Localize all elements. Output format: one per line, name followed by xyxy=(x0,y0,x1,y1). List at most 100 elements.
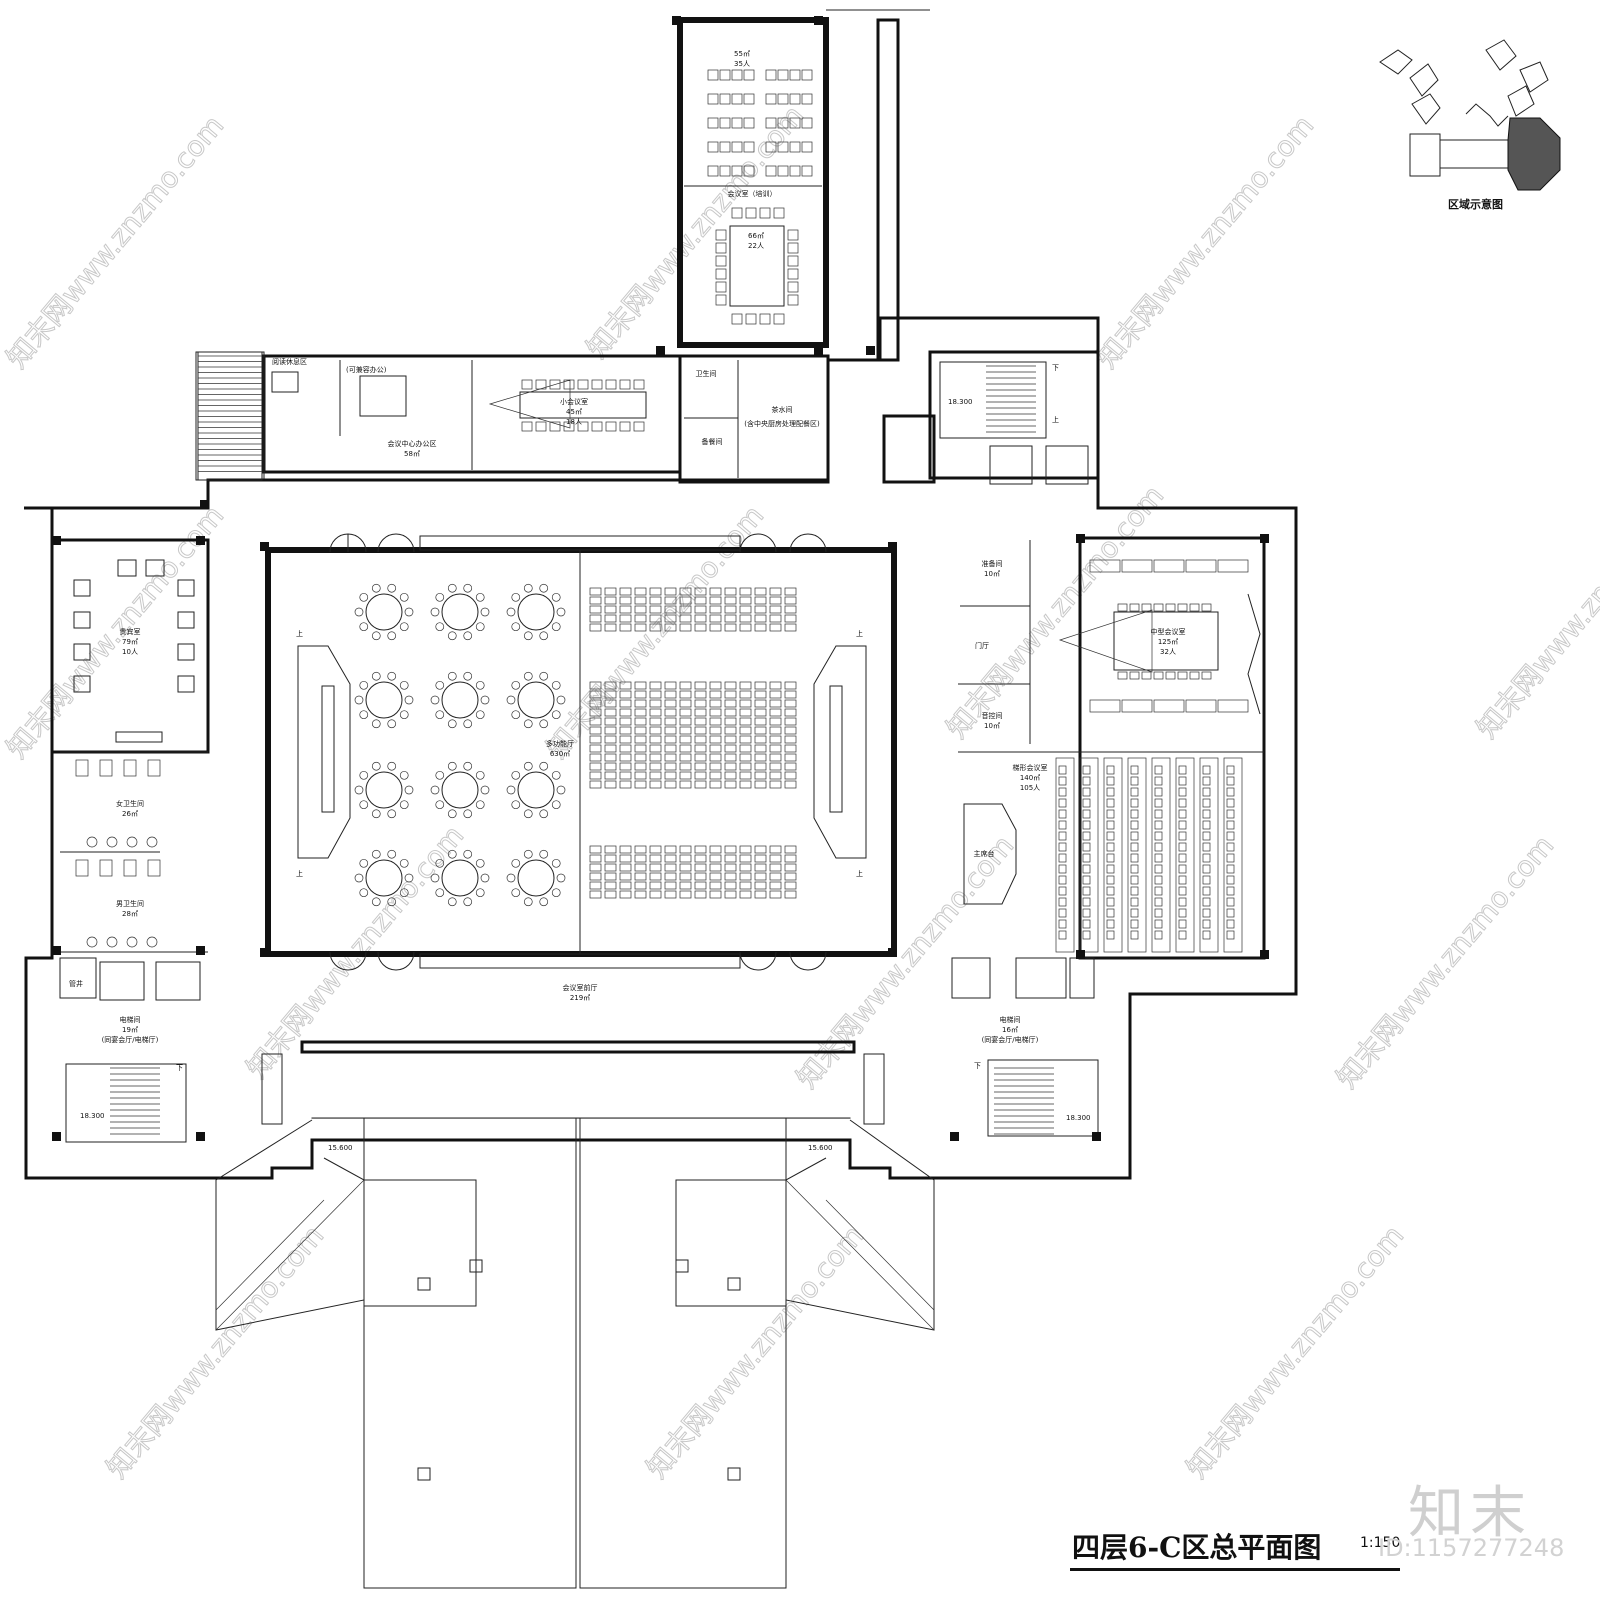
chair xyxy=(404,695,414,705)
seat xyxy=(664,587,677,596)
sink xyxy=(126,936,138,948)
key-block xyxy=(1507,85,1535,117)
key-block xyxy=(1465,103,1509,127)
hall-top-glazing xyxy=(419,535,741,551)
seat xyxy=(769,605,782,614)
hall-bottom-glazing xyxy=(419,953,741,969)
seat xyxy=(664,863,677,872)
chair xyxy=(1177,671,1188,680)
seat xyxy=(1082,809,1091,819)
seat xyxy=(679,587,692,596)
seat xyxy=(649,681,662,690)
seat xyxy=(769,623,782,632)
seat xyxy=(649,717,662,726)
toilet xyxy=(147,859,161,877)
seat xyxy=(619,863,632,872)
seat xyxy=(1106,897,1115,907)
seat xyxy=(709,771,722,780)
seat xyxy=(1154,886,1163,896)
chair xyxy=(447,719,457,729)
seat xyxy=(1058,908,1067,918)
toilet xyxy=(147,759,161,777)
seat xyxy=(679,708,692,717)
seat xyxy=(649,708,662,717)
seat xyxy=(1202,776,1211,786)
round-table xyxy=(441,593,479,631)
column-marker xyxy=(469,1259,483,1273)
chair xyxy=(777,141,789,153)
seat xyxy=(679,890,692,899)
level-mark: 18.300 xyxy=(948,398,973,406)
seat xyxy=(604,605,617,614)
column-marker xyxy=(675,1259,689,1273)
watermark-text: 知末网www.znzmo.com xyxy=(790,829,1020,1094)
seat xyxy=(589,708,602,717)
room-name: 音控间 xyxy=(982,711,1003,720)
chair xyxy=(707,69,719,81)
chair xyxy=(801,165,813,177)
seat xyxy=(1202,886,1211,896)
chair xyxy=(387,671,397,681)
column xyxy=(814,346,823,355)
seat xyxy=(739,726,752,735)
seat xyxy=(664,881,677,890)
seat xyxy=(769,690,782,699)
chair xyxy=(731,69,743,81)
seat xyxy=(634,771,647,780)
seat xyxy=(1082,787,1091,797)
seat xyxy=(1082,875,1091,885)
seat xyxy=(709,863,722,872)
room-area: 26㎡ xyxy=(122,810,138,818)
seat xyxy=(589,890,602,899)
lobby-sofa xyxy=(863,1053,885,1125)
seat xyxy=(1202,765,1211,775)
seat xyxy=(1106,831,1115,841)
round-table xyxy=(365,771,403,809)
chair xyxy=(359,710,369,720)
key-block xyxy=(1411,93,1441,125)
seat xyxy=(679,753,692,762)
seat xyxy=(769,780,782,789)
column xyxy=(672,16,681,25)
column-marker xyxy=(417,1277,431,1291)
chair xyxy=(633,379,645,390)
room-name: 梯形会议室 xyxy=(1013,763,1048,772)
seat xyxy=(634,708,647,717)
seat xyxy=(694,762,707,771)
chair xyxy=(619,421,631,432)
column xyxy=(260,948,269,957)
seat xyxy=(589,596,602,605)
seat xyxy=(604,708,617,717)
chair xyxy=(447,849,457,859)
seat xyxy=(694,605,707,614)
ramp-left xyxy=(363,1117,577,1589)
seat xyxy=(589,854,602,863)
seat xyxy=(784,605,797,614)
chair xyxy=(789,93,801,105)
stair-direction: 上 xyxy=(856,869,863,878)
seat xyxy=(649,845,662,854)
stair-direction: 下 xyxy=(974,1062,981,1070)
seat xyxy=(619,762,632,771)
seat xyxy=(709,614,722,623)
chair xyxy=(539,583,549,593)
chair xyxy=(480,607,490,617)
chair xyxy=(475,858,485,868)
seat xyxy=(634,623,647,632)
chair xyxy=(551,800,561,810)
seat xyxy=(739,762,752,771)
seat xyxy=(679,596,692,605)
chair xyxy=(447,761,457,771)
table xyxy=(1089,699,1121,713)
chair xyxy=(715,294,727,306)
seat xyxy=(1058,875,1067,885)
chair xyxy=(777,165,789,177)
seat xyxy=(649,596,662,605)
table xyxy=(1217,699,1249,713)
stair-direction: 上 xyxy=(296,629,303,638)
stair-left-bottom xyxy=(65,1063,187,1143)
lobby-sofa xyxy=(261,1053,283,1125)
seat xyxy=(679,605,692,614)
chair xyxy=(475,680,485,690)
seat xyxy=(1058,842,1067,852)
